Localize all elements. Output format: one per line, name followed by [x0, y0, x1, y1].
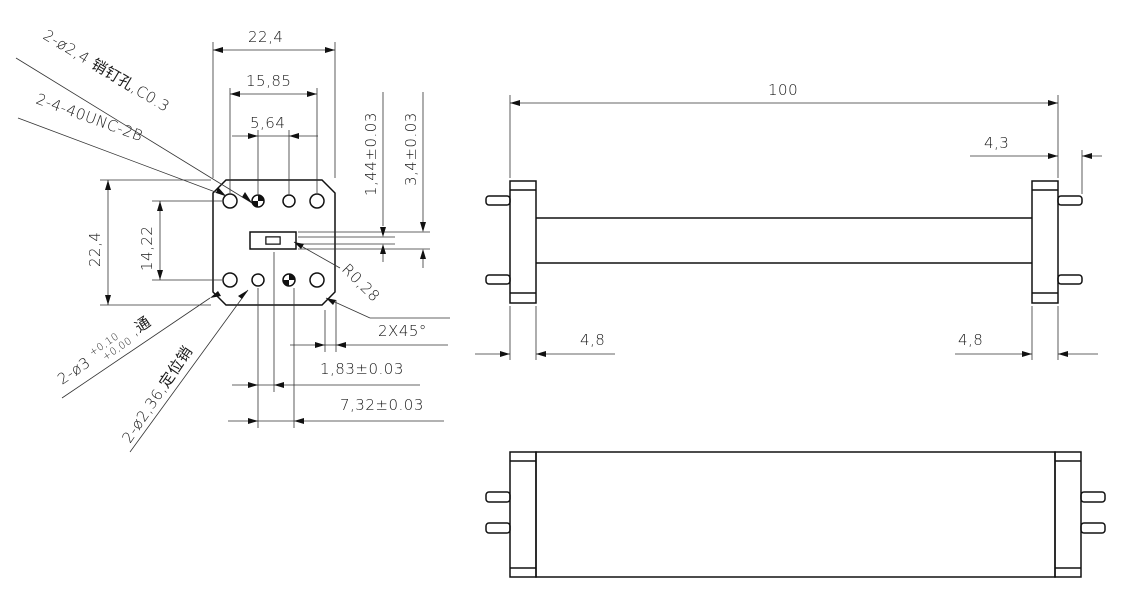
screw-hole-top — [282, 194, 296, 208]
dim-flange-left: 4,8 — [580, 331, 605, 349]
pin-hole-top-mark — [252, 195, 264, 207]
through-holes-suffix: ,通 — [127, 313, 154, 340]
through-hole-top-right — [309, 193, 325, 209]
top-view — [485, 451, 1106, 578]
thread-callout: 2-4-40UNC-2B — [34, 90, 146, 145]
through-holes-callout: 2-ø3 +0,10 +0,00 ,通 — [50, 307, 156, 392]
flange-right — [1031, 180, 1059, 304]
chamfer-callout: 2X45° — [378, 322, 427, 340]
dim-length: 100 — [768, 81, 798, 99]
flange-outline — [212, 179, 336, 306]
body-top — [535, 451, 1056, 578]
pin-top-left-2 — [485, 522, 511, 534]
dim-aperture-height: 1,44±0.03 — [362, 112, 380, 196]
pin-top-left-1 — [485, 491, 511, 503]
dim-hole-spacing-inner: 5,64 — [250, 114, 285, 132]
dim-flange-right: 4,8 — [958, 331, 983, 349]
dim-overall-width: 22,4 — [248, 28, 283, 46]
side-view: 100 4,3 4,8 4,8 — [475, 81, 1102, 360]
dim-aperture-outer-height: 3,4±0.03 — [402, 112, 420, 186]
flange-left-top — [509, 451, 537, 578]
flange-left — [509, 180, 537, 304]
dim-hole-spacing-outer: 15,85 — [246, 72, 291, 90]
pin-hole-bottom-mark — [283, 274, 295, 286]
pin-right-bottom — [1057, 274, 1083, 285]
dim-overall-height: 22,4 — [86, 232, 104, 267]
pin-right-top — [1057, 195, 1083, 206]
dim-pin-protrusion: 4,3 — [984, 134, 1009, 152]
flange-right-top — [1054, 451, 1082, 578]
through-hole-top-left — [222, 193, 238, 209]
through-hole-bottom-left — [222, 272, 238, 288]
pin-top-right-1 — [1080, 491, 1106, 503]
through-hole-bottom-right — [309, 272, 325, 288]
pin-top-right-2 — [1080, 522, 1106, 534]
dim-pin-offset: 1,83±0.03 — [320, 360, 404, 378]
radius-callout: R0,28 — [338, 260, 383, 305]
dim-hole-spacing-vertical: 14,22 — [138, 226, 156, 271]
locating-pins-callout: 2-ø2,36,定位销 — [118, 343, 196, 447]
through-holes-prefix: 2-ø3 — [54, 353, 94, 388]
pin-left-bottom — [485, 274, 511, 285]
end-view: 22,4 15,85 5,64 22,4 14,22 — [15, 26, 450, 453]
dim-pin-spacing: 7,32±0.03 — [340, 396, 424, 414]
pin-left-top — [485, 195, 511, 206]
screw-hole-bottom — [251, 273, 265, 287]
